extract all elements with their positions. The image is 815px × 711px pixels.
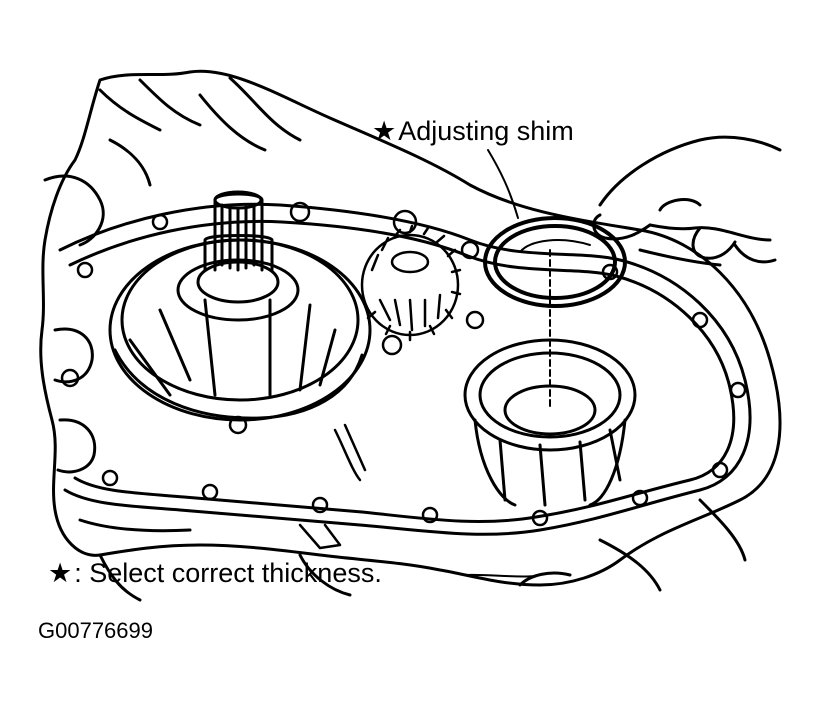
thickness-note: ★: Select correct thickness. xyxy=(48,560,382,587)
star-icon: ★ xyxy=(372,116,397,146)
note-leader-line xyxy=(464,573,536,578)
adjusting-shim-callout: ★Adjusting shim xyxy=(372,118,574,145)
hand xyxy=(592,135,782,267)
pump-assembly xyxy=(108,190,372,422)
adjusting-shim-label: Adjusting shim xyxy=(398,116,574,146)
shim-leader-line xyxy=(487,149,519,219)
adjusting-shim-ring xyxy=(483,216,627,308)
thickness-note-text: : Select correct thickness. xyxy=(74,558,382,588)
case-bracket xyxy=(298,423,367,550)
gear xyxy=(360,224,462,342)
figure-id: G00776699 xyxy=(38,618,153,643)
star-icon: ★ xyxy=(48,558,73,588)
flange-bolt-holes xyxy=(60,201,747,527)
transaxle-case xyxy=(39,69,782,602)
leader-lines xyxy=(464,149,536,578)
